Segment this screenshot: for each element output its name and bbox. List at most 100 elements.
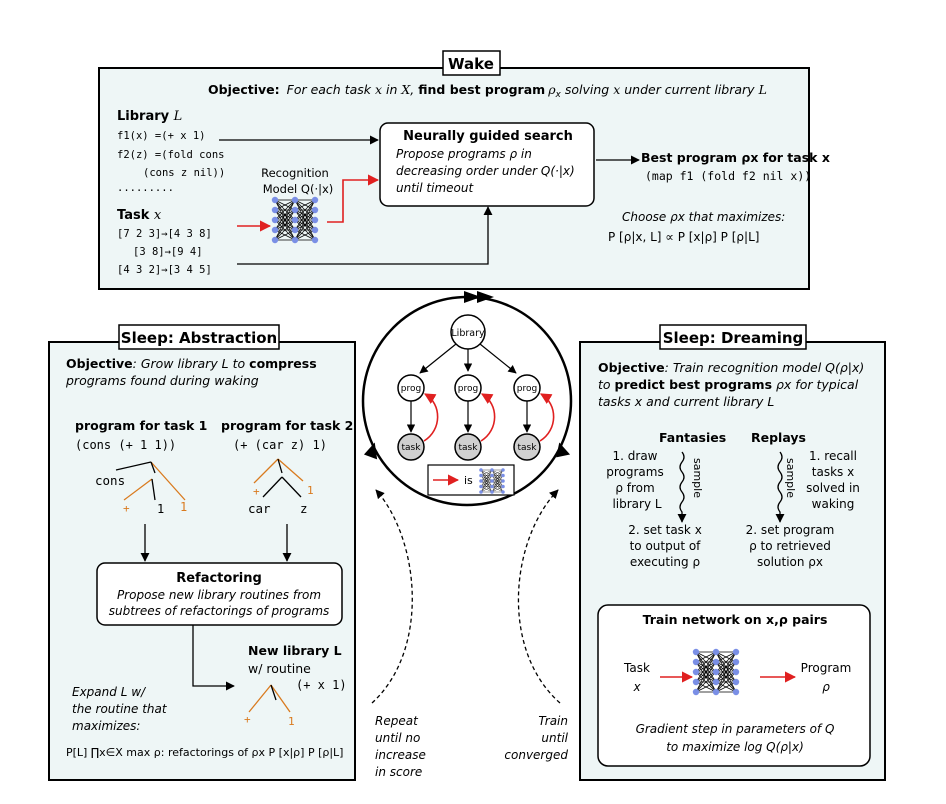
neurally-guided-search-box — [379, 122, 595, 207]
routine-plus: + — [244, 713, 251, 726]
repeat-loop-arrow — [371, 489, 413, 704]
task-node-1: task — [402, 443, 422, 453]
best-program-title: Best program ρx for task x — [641, 150, 830, 165]
routine-one: 1 — [288, 715, 295, 728]
fantasies-step1-1: 1. draw — [613, 449, 658, 463]
refactoring-line-2: subtrees of refactorings of programs — [109, 604, 330, 618]
library-line-4: ......... — [117, 182, 174, 194]
train-label-1: Train — [538, 714, 568, 728]
train-task-label-2: x — [632, 680, 641, 694]
train-network-icon — [692, 648, 740, 696]
train-task-label-1: Task — [623, 661, 650, 675]
search-title: Neurally guided search — [403, 129, 573, 144]
program-tree-1: cons + 1 1 — [95, 461, 187, 516]
refactoring-line-1: Propose new library routines from — [117, 588, 321, 602]
choose-line: Choose ρx that maximizes: — [622, 210, 785, 224]
dreaming-objective-1: Objective: Train recognition model Q(ρ|x… — [598, 360, 864, 375]
abstraction-title: Sleep: Abstraction — [121, 329, 277, 347]
fantasies-sample: sample — [691, 458, 704, 498]
train-footer-2: to maximize log Q(ρ|x) — [666, 740, 804, 754]
train-label-3: converged — [504, 748, 568, 762]
abstraction-panel: Sleep: Abstraction Objective: Grow libra… — [48, 324, 356, 781]
legend-network-icon — [479, 468, 505, 494]
repeat-label-1: Repeat — [375, 714, 419, 728]
task-label: Task x — [117, 208, 162, 223]
program-tree-2: + 1 car z — [248, 458, 314, 516]
train-title: Train network on x,ρ pairs — [643, 612, 828, 627]
dreaming-panel: Sleep: Dreaming Objective: Train recogni… — [579, 324, 886, 781]
wake-panel: Wake Objective: For each task x in X, fi… — [98, 50, 830, 290]
replays-step1-3: solved in — [806, 481, 860, 495]
train-program-label-1: Program — [801, 661, 852, 675]
fantasies-title: Fantasies — [659, 430, 726, 445]
train-loop-arrow — [517, 489, 561, 704]
replays-step2-1: 2. set program — [746, 523, 835, 537]
prog-node-2: prog — [458, 384, 478, 394]
choose-formula: P [ρ|x, L] ∝ P [x|ρ] P [ρ|L] — [608, 230, 759, 244]
prog2-title: program for task 2 — [221, 418, 353, 433]
wake-objective: Objective: For each task x in X, find be… — [208, 82, 767, 100]
search-line-3: until timeout — [396, 181, 474, 195]
abstraction-formula: P[L] ∏x∈X max ρ: refactorings of ρx P [x… — [66, 746, 343, 759]
task-line-3: [4 3 2]→[3 4 5] — [117, 264, 212, 276]
dreaming-title: Sleep: Dreaming — [663, 329, 804, 347]
tree2-one: 1 — [307, 484, 314, 497]
task-line-2: [3 8]→[9 4] — [133, 246, 203, 258]
library-line-1: f1(x) =(+ x 1) — [117, 130, 206, 142]
new-library-code: (+ x 1) — [296, 678, 347, 692]
tree2-plus: + — [253, 485, 260, 498]
tree1-one: 1 — [157, 502, 164, 516]
wake-title: Wake — [448, 55, 494, 73]
dreaming-objective-2: to predict best programs ρx for typical — [598, 377, 859, 392]
refactoring-box — [96, 562, 343, 626]
tree2-z: z — [300, 501, 308, 516]
replays-step1-2: tasks x — [812, 465, 854, 479]
replays-title: Replays — [751, 430, 806, 445]
expand-line-1: Expand L w/ — [72, 685, 147, 699]
prog-node-1: prog — [401, 384, 421, 394]
library-node: Library — [451, 328, 485, 339]
best-program-code: (map f1 (fold f2 nil x)) — [645, 169, 811, 183]
task-line-1: [7 2 3]→[4 3 8] — [117, 228, 212, 240]
dreaming-objective-3: tasks x and current library L — [598, 394, 774, 409]
repeat-label-4: in score — [375, 765, 422, 779]
train-footer-1: Gradient step in parameters of Q — [636, 722, 835, 736]
prog2-code: (+ (car z) 1) — [233, 438, 327, 452]
expand-line-3: maximizes: — [72, 719, 140, 733]
task-node-2: task — [459, 443, 479, 453]
replays-step1-1: 1. recall — [809, 449, 857, 463]
train-program-label-2: ρ — [822, 680, 830, 694]
repeat-label-2: until no — [375, 731, 420, 745]
recognition-label-1: Recognition — [261, 166, 329, 180]
tree1-cons: cons — [95, 473, 125, 488]
replays-sample-squiggle — [775, 451, 785, 523]
new-library-line-1: New library L — [248, 643, 342, 658]
tree2-car: car — [248, 501, 271, 516]
legend-is: is — [464, 474, 473, 487]
task-node-3: task — [518, 443, 538, 453]
center-cycle: Library prog prog prog task task task is — [361, 291, 573, 507]
abstraction-objective-2: programs found during waking — [65, 373, 259, 388]
replays-sample: sample — [784, 458, 797, 498]
abstraction-objective-1: Objective: Grow library L to compress — [66, 356, 317, 371]
library-line-2: f2(z) =(fold cons — [117, 149, 224, 161]
train-label-2: until — [541, 731, 568, 745]
prog-node-3: prog — [517, 384, 537, 394]
prog1-title: program for task 1 — [75, 418, 207, 433]
replays-step2-3: solution ρx — [757, 555, 823, 569]
recognition-network-icon — [271, 196, 319, 244]
new-library-line-2: w/ routine — [248, 661, 311, 676]
fantasies-step1-4: library L — [612, 497, 661, 511]
fantasies-step1-2: programs — [606, 465, 663, 479]
expand-line-2: the routine that — [72, 702, 168, 716]
search-line-2: decreasing order under Q(·|x) — [396, 164, 575, 178]
repeat-label-3: increase — [375, 748, 426, 762]
replays-step2-2: ρ to retrieved — [749, 539, 831, 553]
prog1-code: (cons (+ 1 1)) — [75, 438, 176, 452]
train-network-box — [597, 604, 871, 767]
recognition-label-2: Model Q(·|x) — [263, 182, 334, 196]
search-line-1: Propose programs ρ in — [396, 147, 532, 161]
refactoring-title: Refactoring — [176, 571, 262, 586]
replays-step1-4: waking — [812, 497, 855, 511]
fantasies-step2-2: to output of — [630, 539, 702, 553]
